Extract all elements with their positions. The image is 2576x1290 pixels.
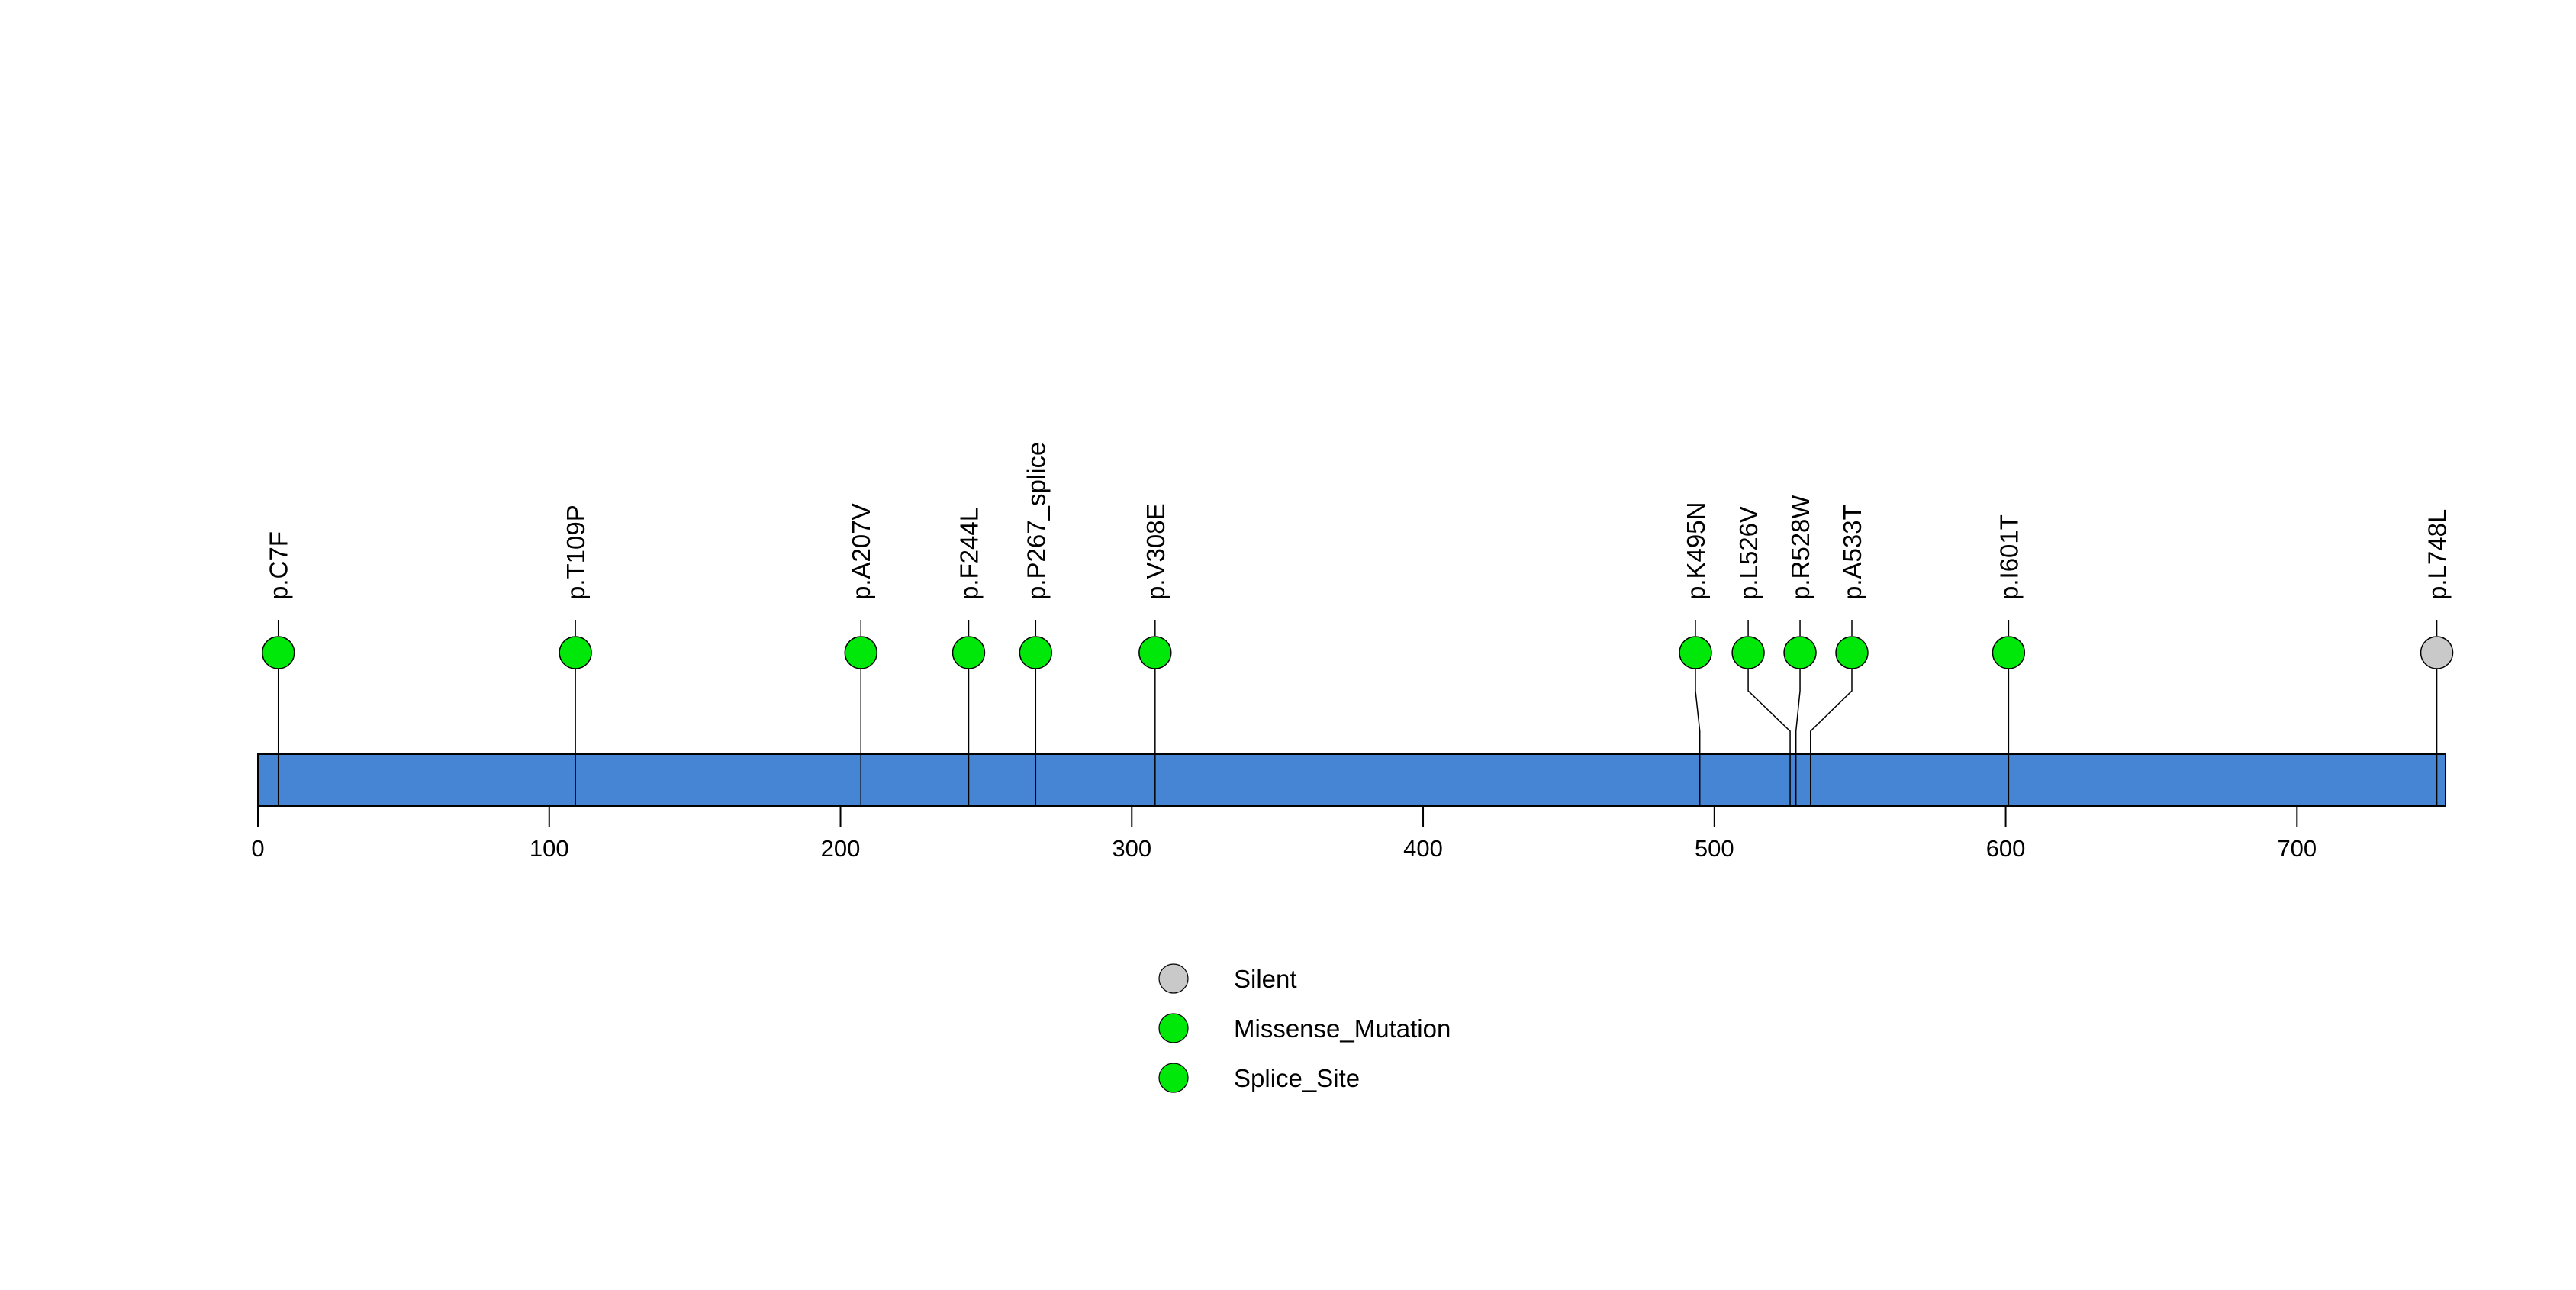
- mutation-label: p.R528W: [1786, 495, 1814, 600]
- mutation-lollipop: p.L526V: [1731, 506, 1791, 805]
- x-axis-tick-label: 0: [251, 835, 264, 862]
- lollipop-connector: [1695, 669, 1701, 805]
- mutation-lollipop: p.V308E: [1138, 503, 1172, 805]
- legend-label: Silent: [1234, 965, 1297, 993]
- legend-swatch: [1158, 1063, 1189, 1093]
- lollipop-circle: [1679, 636, 1712, 669]
- x-axis-tick-label: 700: [2277, 835, 2317, 862]
- mutation-label: p.P267_splice: [1022, 442, 1050, 600]
- mutation-lollipop: p.R528W: [1783, 495, 1817, 805]
- legend-label: Splice_Site: [1234, 1064, 1360, 1092]
- lollipop-circle: [261, 636, 295, 669]
- x-axis-tick-label: 400: [1403, 835, 1443, 862]
- lollipop-connector: [1747, 669, 1791, 805]
- legend-label: Missense_Mutation: [1234, 1014, 1451, 1043]
- mutation-lollipop: p.P267_splice: [1019, 442, 1053, 805]
- lollipop-circle: [1835, 636, 1869, 669]
- x-axis-tick-label: 200: [821, 835, 861, 862]
- x-axis-tick-label: 600: [1986, 835, 2026, 862]
- x-axis-tick-label: 300: [1112, 835, 1151, 862]
- protein-backbone: [257, 753, 2447, 807]
- mutation-label: p.F244L: [955, 508, 983, 600]
- lollipop-circle: [844, 636, 877, 669]
- mutation-lollipop: p.K495N: [1679, 502, 1712, 805]
- mutation-label: p.K495N: [1682, 502, 1710, 600]
- x-axis-tick-label: 100: [530, 835, 569, 862]
- legend-item: Splice_Site: [1158, 1063, 1360, 1093]
- lollipop-circle: [1992, 636, 2026, 669]
- x-axis-tick-label: 500: [1695, 835, 1734, 862]
- mutation-label: p.I601T: [1995, 514, 2023, 600]
- lollipop-connector: [1795, 669, 1801, 805]
- lollipop-circle: [1783, 636, 1817, 669]
- mutation-lollipop: p.T109P: [559, 505, 592, 805]
- mutation-lollipop: p.I601T: [1992, 514, 2026, 805]
- mutation-label: p.L748L: [2423, 509, 2452, 600]
- mutation-lollipop: p.F244L: [952, 508, 986, 805]
- lollipop-circle: [1138, 636, 1172, 669]
- lollipop-circle: [952, 636, 986, 669]
- lollipop-circle: [1019, 636, 1053, 669]
- mutation-label: p.T109P: [562, 505, 590, 600]
- legend-item: Silent: [1158, 963, 1297, 994]
- mutation-label: p.A533T: [1838, 505, 1866, 600]
- mutation-lollipop: p.A207V: [844, 503, 877, 805]
- mutation-label: p.C7F: [265, 531, 293, 600]
- legend-swatch: [1158, 1013, 1189, 1043]
- mutation-lollipop: p.A533T: [1810, 505, 1869, 805]
- lollipop-circle: [2420, 636, 2454, 669]
- legend-swatch: [1158, 963, 1189, 994]
- mutation-lollipop: p.L748L: [2420, 509, 2454, 805]
- lollipop-connector: [1810, 669, 1853, 805]
- mutation-label: p.A207V: [847, 503, 875, 600]
- lollipop-circle: [559, 636, 592, 669]
- mutation-lollipop: p.C7F: [261, 531, 295, 805]
- lollipop-circle: [1731, 636, 1765, 669]
- legend-item: Missense_Mutation: [1158, 1013, 1451, 1043]
- mutation-label: p.V308E: [1141, 503, 1170, 600]
- mutation-label: p.L526V: [1734, 506, 1763, 600]
